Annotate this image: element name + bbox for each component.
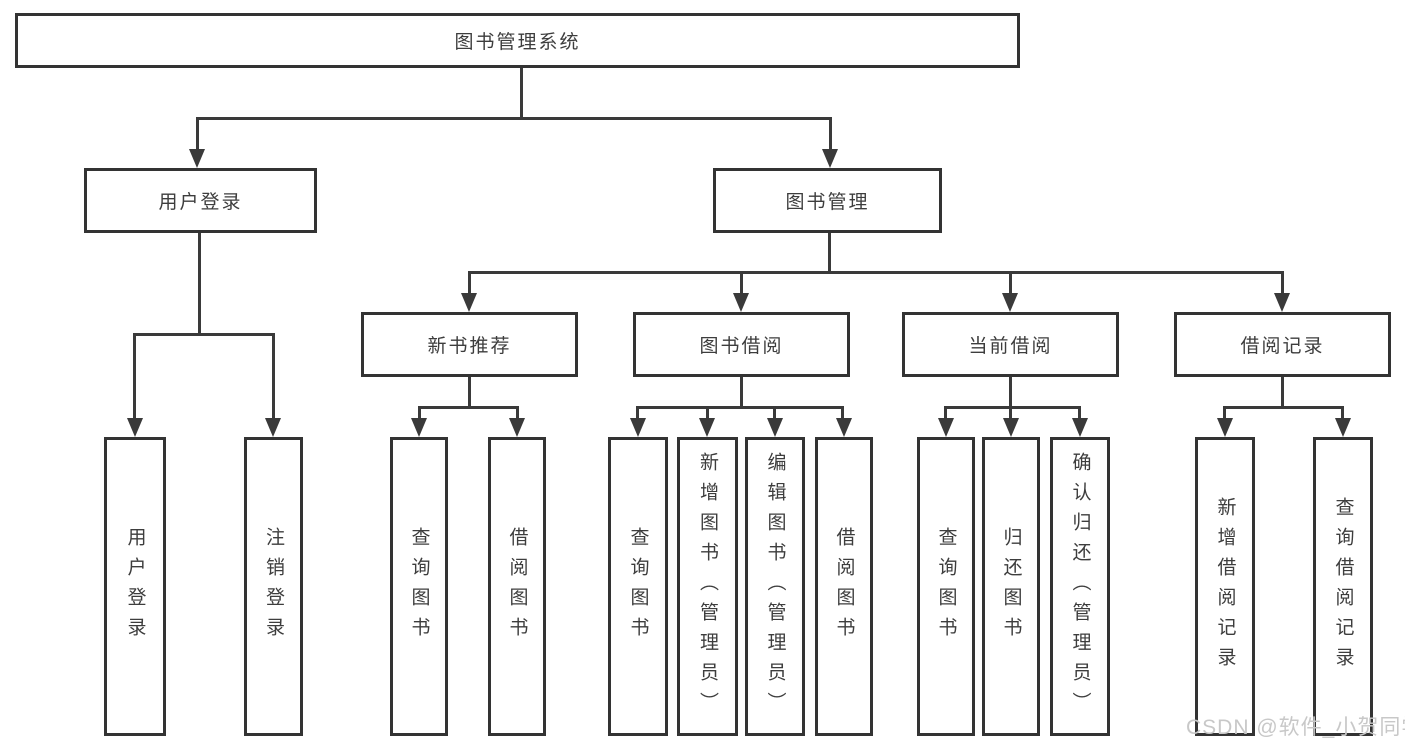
connector-groupE-drop2 <box>1341 406 1344 420</box>
connector-groupC-drop2 <box>706 406 709 420</box>
connector-groupD-drop1 <box>944 406 947 420</box>
connector-drop-book-mgmt <box>829 117 832 151</box>
leaf-return-books: 归还图书 <box>982 437 1040 736</box>
arrowhead-groupC-1 <box>630 418 646 437</box>
connector-groupC-stem <box>740 377 743 409</box>
leaf-add-borrow-record: 新增借阅记录 <box>1195 437 1255 736</box>
arrowhead-groupB-1 <box>411 418 427 437</box>
connector-groupE-hline <box>1223 406 1343 409</box>
leaf-borrow-books-recommend: 借阅图书 <box>488 437 546 736</box>
connector-groupE-drop1 <box>1223 406 1226 420</box>
node-book-borrow: 图书借阅 <box>633 312 850 377</box>
leaf-logout: 注销登录 <box>244 437 303 736</box>
leaf-borrow-books: 借阅图书 <box>815 437 873 736</box>
node-user-login: 用户登录 <box>84 168 317 233</box>
connector-groupD-drop3 <box>1078 406 1081 420</box>
arrowhead-groupC-4 <box>836 418 852 437</box>
connector-groupE-stem <box>1281 377 1284 409</box>
connector-groupC-drop4 <box>841 406 844 420</box>
leaf-confirm-return-admin: 确认归还（管理员） <box>1050 437 1110 736</box>
connector-groupD-stem <box>1009 377 1012 409</box>
connector-level3-hline <box>468 271 1284 274</box>
node-current-borrow: 当前借阅 <box>902 312 1119 377</box>
connector-drop-borrowrecords <box>1281 271 1284 296</box>
connector-drop-user-login <box>196 117 199 151</box>
connector-drop-currentborrow <box>1009 271 1012 296</box>
connector-level2-hline <box>196 117 832 120</box>
leaf-query-borrow-record: 查询借阅记录 <box>1313 437 1373 736</box>
connector-drop-leaf-login <box>133 333 136 419</box>
arrowhead-bookborrow <box>733 293 749 312</box>
leaf-query-books-current: 查询图书 <box>917 437 975 736</box>
connector-groupB-drop2 <box>516 406 519 420</box>
connector-userlogin-hline <box>133 333 275 336</box>
connector-drop-bookborrow <box>740 271 743 296</box>
connector-drop-newbook <box>468 271 471 296</box>
arrowhead-currentborrow <box>1002 293 1018 312</box>
connector-groupC-hline <box>636 406 844 409</box>
arrowhead-groupD-1 <box>938 418 954 437</box>
arrowhead-leaf-logout <box>265 418 281 437</box>
connector-groupB-drop1 <box>418 406 421 420</box>
connector-groupC-drop3 <box>773 406 776 420</box>
arrowhead-groupC-3 <box>767 418 783 437</box>
arrowhead-borrowrecords <box>1274 293 1290 312</box>
connector-groupD-hline <box>944 406 1081 409</box>
leaf-query-books-borrow: 查询图书 <box>608 437 668 736</box>
leaf-query-books-recommend: 查询图书 <box>390 437 448 736</box>
leaf-edit-books-admin: 编辑图书（管理员） <box>745 437 805 736</box>
arrowhead-groupD-2 <box>1003 418 1019 437</box>
connector-groupC-drop1 <box>636 406 639 420</box>
csdn-watermark: CSDN @软件_小贺同学 <box>1186 716 1405 739</box>
connector-root-stem <box>520 68 523 120</box>
arrowhead-groupD-3 <box>1072 418 1088 437</box>
connector-groupB-stem <box>468 377 471 409</box>
arrowhead-groupE-1 <box>1217 418 1233 437</box>
arrowhead-book-mgmt <box>822 149 838 168</box>
arrowhead-leaf-login <box>127 418 143 437</box>
arrowhead-groupC-2 <box>699 418 715 437</box>
connector-userlogin-stem <box>198 233 201 336</box>
node-borrow-records: 借阅记录 <box>1174 312 1391 377</box>
connector-drop-leaf-logout <box>272 333 275 419</box>
connector-groupB-hline <box>418 406 519 409</box>
arrowhead-newbook <box>461 293 477 312</box>
arrowhead-user-login <box>189 149 205 168</box>
leaf-add-books-admin: 新增图书（管理员） <box>677 437 738 736</box>
leaf-user-login: 用户登录 <box>104 437 166 736</box>
node-new-book-recommend: 新书推荐 <box>361 312 578 377</box>
connector-bookmgmt-stem <box>828 233 831 274</box>
arrowhead-groupB-2 <box>509 418 525 437</box>
node-root-library-system: 图书管理系统 <box>15 13 1020 68</box>
arrowhead-groupE-2 <box>1335 418 1351 437</box>
node-book-management: 图书管理 <box>713 168 942 233</box>
connector-groupD-drop2 <box>1009 406 1012 420</box>
